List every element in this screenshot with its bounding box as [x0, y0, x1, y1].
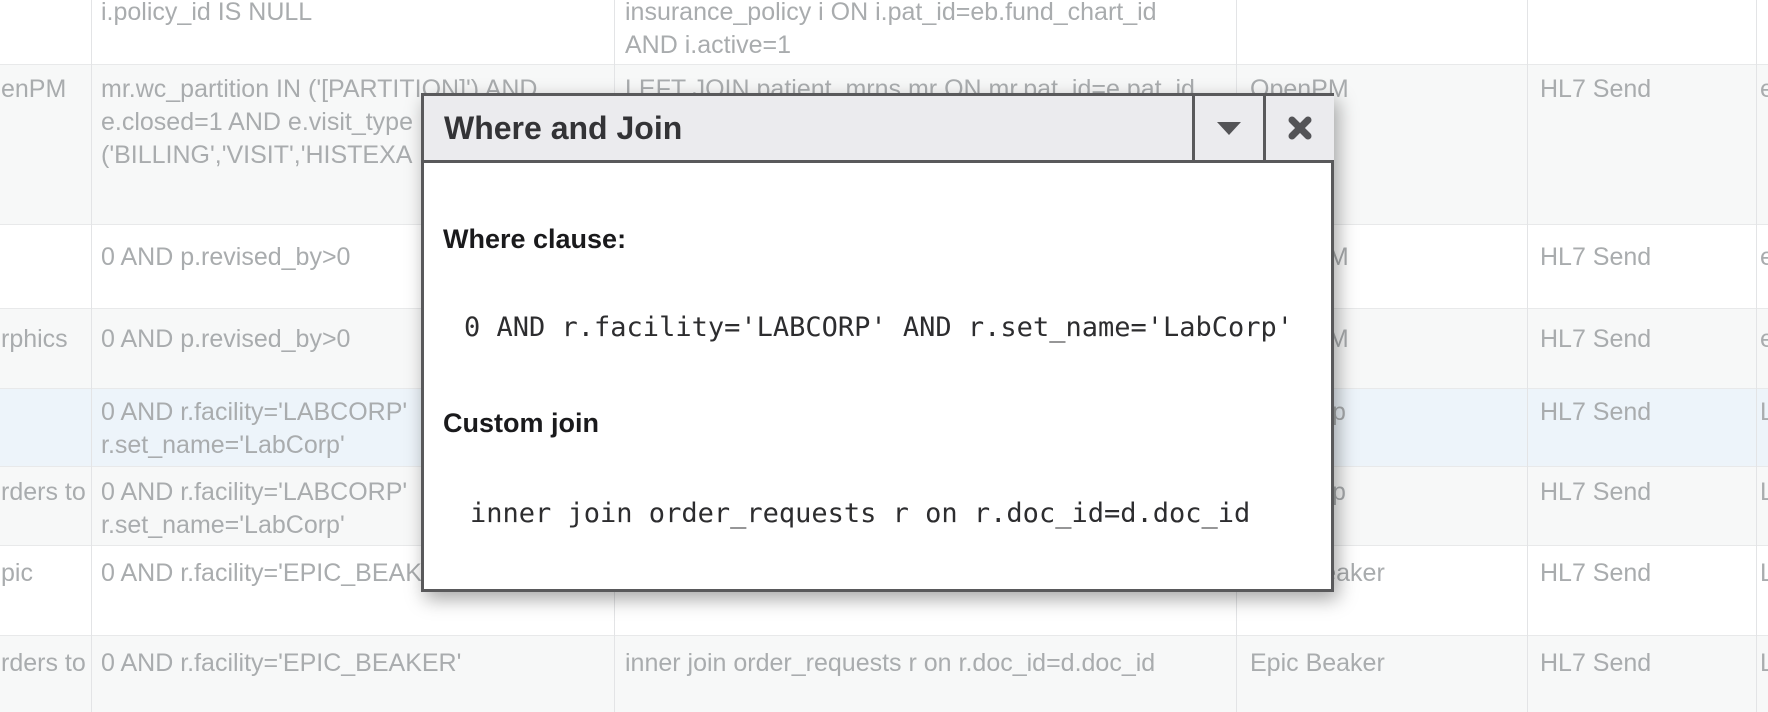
- cell-extra: L: [1760, 649, 1768, 677]
- table-row[interactable]: [0, 0, 1768, 64]
- cell-type: HL7 Send: [1540, 243, 1652, 271]
- cell-where-clause: 0 AND r.facility='LABCORP' r.set_name='L…: [101, 478, 408, 539]
- cell-join: insurance_policy i ON i.pat_id=eb.fund_c…: [625, 0, 1157, 59]
- cell-extra: e: [1760, 243, 1768, 271]
- cell-source: Epic Beaker: [1250, 649, 1385, 677]
- cell-name: rphics: [1, 325, 68, 353]
- dialog-title: Where and Join: [444, 110, 683, 146]
- column-divider: [1756, 0, 1757, 712]
- close-button[interactable]: [1263, 96, 1334, 160]
- cell-where-clause: 0 AND p.revised_by>0: [101, 325, 351, 353]
- custom-join-value[interactable]: inner join order_requests r on r.doc_id=…: [470, 498, 1251, 529]
- cell-where-clause: 0 AND r.facility='EPIC_BEAKER': [101, 649, 462, 677]
- cell-type: HL7 Send: [1540, 478, 1652, 506]
- chevron-down-icon: [1217, 121, 1241, 135]
- cell-name: pic: [1, 559, 33, 587]
- cell-type: HL7 Send: [1540, 398, 1652, 426]
- cell-extra: e: [1760, 325, 1768, 353]
- column-divider: [91, 0, 92, 712]
- cell-extra: L: [1760, 478, 1768, 506]
- cell-name: enPM: [1, 75, 67, 103]
- cell-extra: L: [1760, 559, 1768, 587]
- custom-join-label: Custom join: [443, 408, 599, 438]
- collapse-button[interactable]: [1192, 96, 1263, 160]
- column-divider: [1527, 0, 1528, 712]
- table-row[interactable]: [0, 635, 1768, 712]
- cell-join: inner join order_requests r on r.doc_id=…: [625, 649, 1156, 677]
- where-and-join-dialog: Where and Join Where clause: 0 AND r.fac…: [421, 93, 1334, 592]
- cell-type: HL7 Send: [1540, 75, 1652, 103]
- row-divider: [0, 635, 1768, 636]
- cell-extra: e: [1760, 75, 1768, 103]
- row-divider: [0, 64, 1768, 65]
- cell-name: rders to: [1, 478, 86, 506]
- cell-where-clause: i.policy_id IS NULL: [101, 0, 313, 26]
- cell-type: HL7 Send: [1540, 559, 1652, 587]
- cell-where-clause: mr.wc_partition IN ('[PARTITION]') AND e…: [101, 75, 538, 169]
- cell-type: HL7 Send: [1540, 325, 1652, 353]
- close-icon: [1288, 116, 1312, 140]
- cell-type: HL7 Send: [1540, 649, 1652, 677]
- cell-name: rders to: [1, 649, 86, 677]
- where-clause-label: Where clause:: [443, 224, 627, 254]
- cell-where-clause: 0 AND r.facility='EPIC_BEAKER': [101, 559, 462, 587]
- cell-where-clause: 0 AND p.revised_by>0: [101, 243, 351, 271]
- cell-where-clause: 0 AND r.facility='LABCORP' r.set_name='L…: [101, 398, 408, 459]
- cell-extra: L: [1760, 398, 1768, 426]
- where-clause-value[interactable]: 0 AND r.facility='LABCORP' AND r.set_nam…: [464, 312, 1294, 343]
- dialog-titlebar[interactable]: Where and Join: [424, 96, 1334, 163]
